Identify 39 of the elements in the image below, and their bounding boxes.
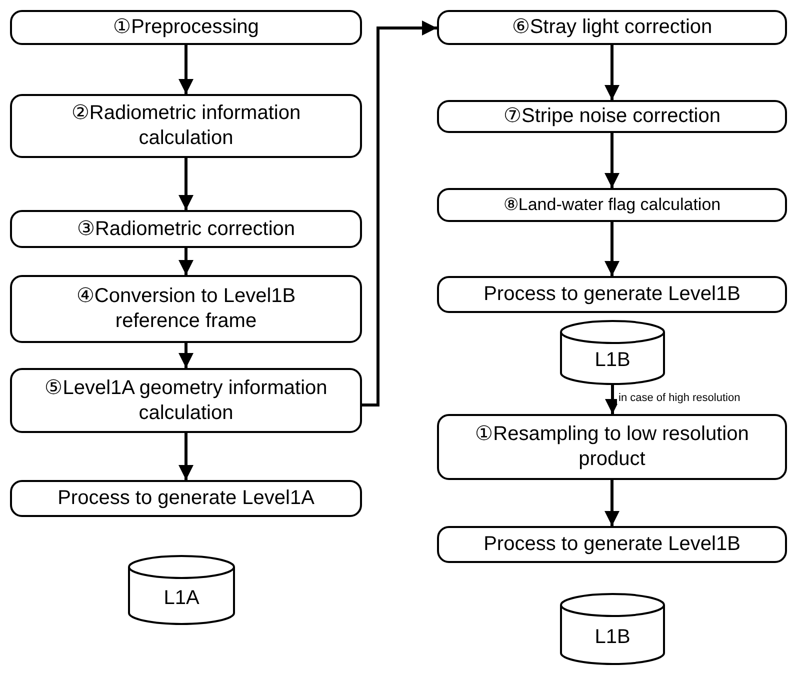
cylinder-label: L1B	[594, 348, 632, 373]
arrow	[178, 248, 194, 275]
arrow	[604, 45, 620, 100]
process-box	[437, 414, 787, 480]
box-label: Process to generate Level1B	[482, 282, 742, 307]
box-label: ⑥Stray light correction	[510, 15, 714, 40]
process-box	[437, 10, 787, 45]
arrow	[604, 480, 620, 526]
arrow	[178, 433, 194, 480]
process-box	[10, 368, 362, 433]
box-label: ⑤Level1A geometry information calculation	[44, 376, 328, 426]
arrow	[178, 343, 194, 368]
process-box	[10, 275, 362, 343]
process-box	[437, 276, 787, 313]
process-box	[437, 100, 787, 133]
cylinder-label: L1A	[162, 586, 200, 610]
box-label: ⑦Stripe noise correction	[502, 104, 722, 129]
box-label: ②Radiometric information calculation	[70, 101, 302, 151]
arrow	[178, 45, 194, 94]
box-label: ⑧Land-water flag calculation	[502, 194, 722, 216]
process-box	[10, 480, 362, 517]
box-label: Process to generate Level1B	[482, 532, 742, 557]
process-box	[437, 526, 787, 563]
cylinder-label: L1B	[594, 624, 632, 650]
arrow	[604, 133, 620, 188]
box-label: ③Radiometric correction	[76, 216, 296, 242]
process-box	[10, 10, 362, 45]
arrow	[178, 158, 194, 210]
process-box	[10, 210, 362, 248]
arrow	[362, 20, 437, 406]
box-label: ①Resampling to low resolution product	[474, 422, 750, 472]
arrow	[604, 222, 620, 276]
edge-label: in case of high resolution	[616, 392, 742, 404]
box-label: Process to generate Level1A	[56, 486, 316, 511]
process-box	[437, 188, 787, 222]
box-label: ④Conversion to Level1B reference frame	[75, 284, 297, 334]
arrow	[605, 385, 620, 414]
box-label: ①Preprocessing	[112, 15, 260, 40]
process-box	[10, 94, 362, 158]
